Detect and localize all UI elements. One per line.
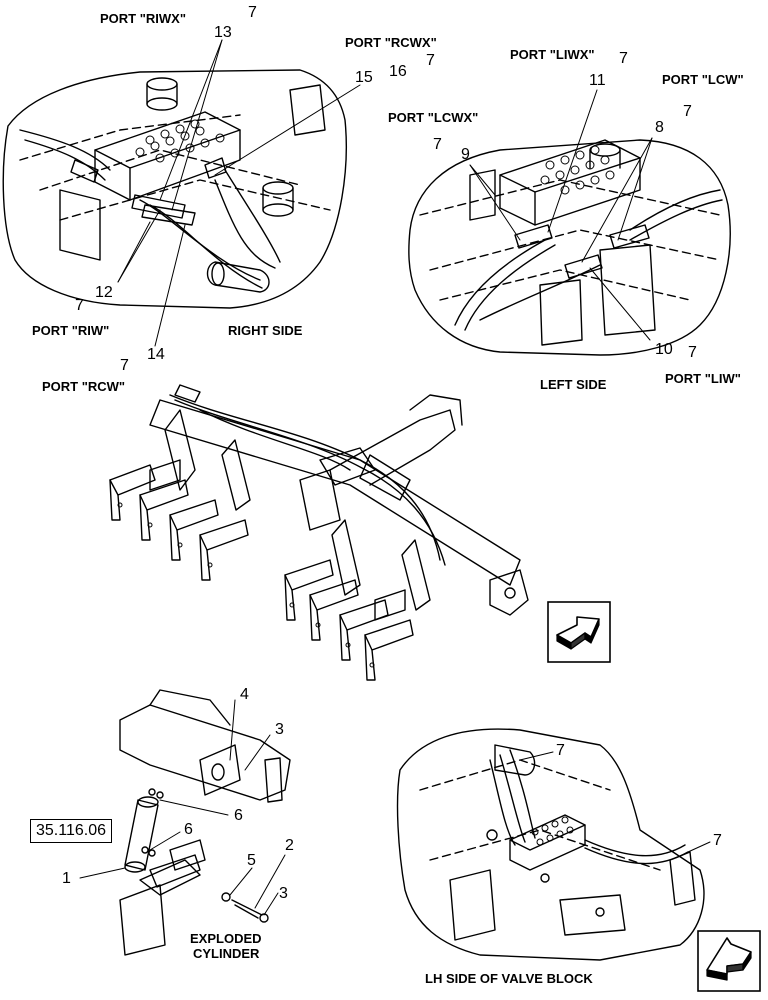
top-leader-lines: [117, 39, 653, 347]
previous-page-arrow-icon: [697, 930, 761, 992]
next-page-button[interactable]: [547, 601, 611, 663]
main-implement-assembly: [109, 384, 529, 681]
callout-7-riw: 7: [75, 297, 84, 314]
next-page-arrow-icon: [547, 601, 611, 663]
section-reference-link[interactable]: 35.116.06: [30, 819, 112, 843]
left-side-detail-view: [408, 139, 731, 356]
callout-3-lower: 3: [279, 885, 288, 902]
callout-15: 15: [355, 69, 373, 86]
callout-11: 11: [589, 72, 606, 89]
port-riw-label: PORT "RIW": [32, 323, 110, 338]
port-liw-label: PORT "LIW": [665, 371, 741, 386]
port-rcwx-label: PORT "RCWX": [345, 35, 437, 50]
callout-7-liw: 7: [688, 344, 697, 361]
callout-7-lcwx: 7: [433, 136, 442, 153]
right-side-title: RIGHT SIDE: [228, 323, 303, 338]
callout-1: 1: [62, 870, 71, 887]
callout-7-rcwx: 7: [426, 52, 435, 69]
callout-12: 12: [95, 284, 113, 301]
callout-5: 5: [247, 852, 256, 869]
callout-6-lower: 6: [184, 821, 193, 838]
callout-8: 8: [655, 119, 664, 136]
callout-13: 13: [214, 24, 232, 41]
exploded-title-line2: CYLINDER: [193, 946, 260, 961]
callout-7-lcw: 7: [683, 103, 692, 120]
callout-6-upper: 6: [234, 807, 243, 824]
callout-10: 10: [655, 341, 673, 358]
callout-16: 16: [389, 63, 407, 80]
callout-7-rcw: 7: [120, 357, 129, 374]
lh-valve-block-title: LH SIDE OF VALVE BLOCK: [425, 971, 593, 986]
lh-valve-block-view: [396, 728, 711, 961]
port-lcw-label: PORT "LCW": [662, 72, 744, 87]
callout-9: 9: [461, 146, 470, 163]
port-riwx-label: PORT "RIWX": [100, 11, 186, 26]
previous-page-button[interactable]: [697, 930, 761, 992]
callout-14: 14: [147, 346, 165, 363]
port-lcwx-label: PORT "LCWX": [388, 110, 479, 125]
callout-4: 4: [240, 686, 249, 703]
callout-7-liwx: 7: [619, 50, 628, 67]
exploded-title-line1: EXPLODED: [190, 931, 262, 946]
callout-7-valve-right: 7: [713, 832, 722, 849]
left-side-title: LEFT SIDE: [540, 377, 607, 392]
callout-3-upper: 3: [275, 721, 284, 738]
callout-7-riwx: 7: [248, 4, 257, 21]
exploded-cylinder-view: [79, 689, 291, 956]
port-rcw-label: PORT "RCW": [42, 379, 126, 394]
port-liwx-label: PORT "LIWX": [510, 47, 595, 62]
callout-2: 2: [285, 837, 294, 854]
right-side-detail-view: [2, 69, 347, 309]
callout-7-valve-top: 7: [556, 742, 565, 759]
